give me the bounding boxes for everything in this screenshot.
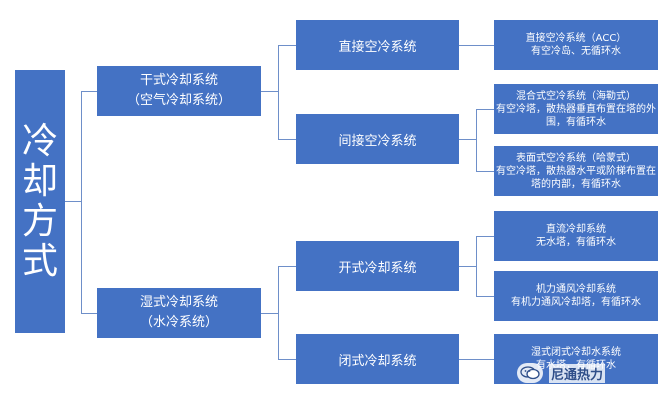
detail-direct-acc: 直接空冷系统（ACC） 有空冷岛、无循环水 [494,20,658,70]
connector-indirect-detail-2 [476,171,494,172]
root-char-4: 式 [21,240,58,282]
connector-wet-closed [278,359,296,360]
connector-wet-open [278,266,296,267]
node-indirect-air-cooling: 间接空冷系统 [296,114,459,164]
node-wet-cooling-line2: （水冷系统） [139,315,218,330]
detail-indirect-heller-title: 混合式空冷系统（海勒式） [516,90,636,102]
connector-root-dry [81,91,97,92]
connector-closed-detail [459,359,494,360]
connector-open-trunk [476,236,477,296]
detail-mechanical-draft-title: 机力通风冷却系统 [536,284,616,295]
detail-direct-acc-text: 有空冷岛、无循环水 [531,46,621,57]
wechat-icon [517,363,543,383]
connector-indirect-detail-1 [476,109,494,110]
connector-root-wet [81,313,97,314]
connector-dry-stub [261,91,278,92]
connector-root-stub [65,201,81,202]
detail-indirect-hamon-text: 有空冷塔，散热器水平或阶梯布置在塔的内部，有循环水 [496,165,656,190]
detail-once-through-text: 无水塔，有循环水 [536,237,616,248]
node-direct-air-cooling-label: 直接空冷系统 [338,39,417,55]
node-open-cooling-label: 开式冷却系统 [338,260,417,276]
connector-wet-stub [261,313,278,314]
connector-dry-direct [278,45,296,46]
node-wet-cooling: 湿式冷却系统 （水冷系统） [97,288,261,338]
detail-once-through-title: 直流冷却系统 [546,224,606,235]
detail-wet-closed-title: 湿式闭式冷却水系统 [531,347,621,358]
detail-mechanical-draft-text: 有机力通风冷却塔，有循环水 [511,297,641,308]
node-dry-cooling-line2: （空气冷却系统） [126,93,231,108]
connector-root-trunk [81,91,82,313]
detail-indirect-heller-text: 有空冷塔，散热器垂直布置在塔的外围，有循环水 [496,103,656,128]
connector-indirect-trunk [476,109,477,171]
root-char-3: 方 [21,200,58,242]
root-char-2: 却 [21,160,58,202]
connector-indirect-stub [459,139,476,140]
node-indirect-air-cooling-label: 间接空冷系统 [338,133,417,149]
detail-indirect-hamon: 表面式空冷系统（哈蒙式） 有空冷塔，散热器水平或阶梯布置在塔的内部，有循环水 [494,146,658,196]
detail-indirect-hamon-title: 表面式空冷系统（哈蒙式） [516,152,636,164]
watermark-text: 尼通热力 [549,363,606,383]
node-closed-cooling-label: 闭式冷却系统 [338,353,417,369]
connector-wet-trunk [278,266,279,359]
node-dry-cooling: 干式冷却系统 （空气冷却系统） [97,66,261,116]
node-dry-cooling-line1: 干式冷却系统 [139,73,218,88]
connector-dry-trunk [278,45,279,139]
node-open-cooling: 开式冷却系统 [296,241,459,291]
connector-open-stub [459,266,476,267]
connector-dry-indirect [278,139,296,140]
detail-indirect-heller: 混合式空冷系统（海勒式） 有空冷塔，散热器垂直布置在塔的外围，有循环水 [494,84,658,134]
watermark: 尼通热力 [517,360,606,386]
root-char-1: 冷 [21,120,58,162]
detail-once-through: 直流冷却系统 无水塔，有循环水 [494,211,658,261]
node-wet-cooling-line1: 湿式冷却系统 [139,295,218,310]
root-node-cooling-methods: 冷 却 方 式 [15,70,65,333]
detail-mechanical-draft: 机力通风冷却系统 有机力通风冷却塔，有循环水 [494,271,658,321]
node-direct-air-cooling: 直接空冷系统 [296,20,459,70]
node-closed-cooling: 闭式冷却系统 [296,334,459,384]
connector-direct-detail [459,45,494,46]
connector-open-detail-2 [476,296,494,297]
detail-direct-acc-title: 直接空冷系统（ACC） [525,33,627,44]
connector-open-detail-1 [476,236,494,237]
